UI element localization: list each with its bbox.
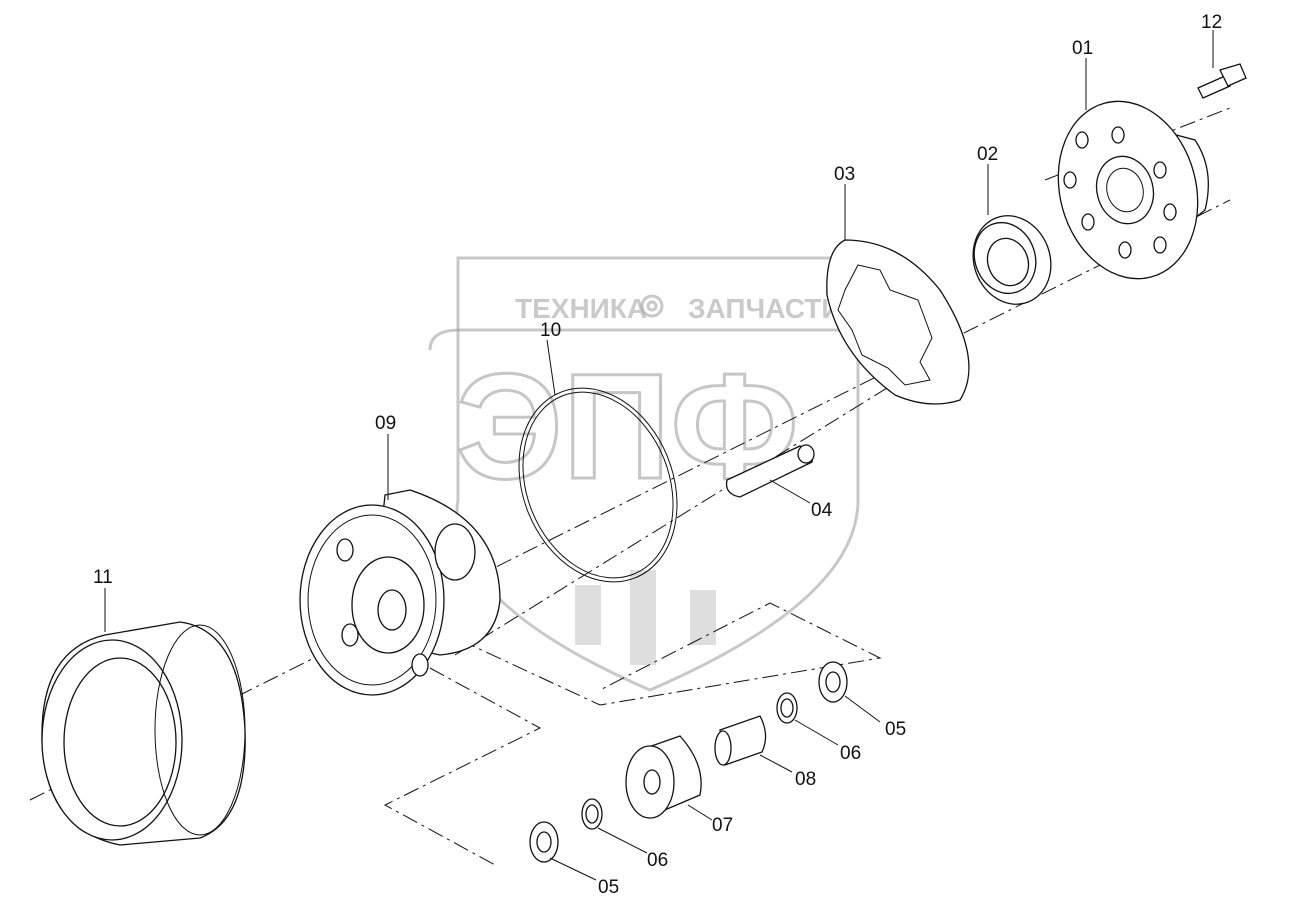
part-10-snap-ring bbox=[518, 387, 678, 583]
callout-03: 03 bbox=[834, 164, 855, 185]
part-12-bolt bbox=[1197, 63, 1247, 99]
part-05-washer-a bbox=[818, 661, 848, 703]
part-07-planet-gear bbox=[625, 735, 702, 819]
callout-06-b: 06 bbox=[647, 850, 668, 871]
part-09-planet-carrier bbox=[299, 489, 501, 696]
watermark-text-right: ЗАПЧАСТИ bbox=[688, 293, 841, 324]
callout-10: 10 bbox=[540, 320, 561, 341]
callout-04: 04 bbox=[811, 500, 833, 521]
callout-02: 02 bbox=[977, 144, 998, 165]
part-02-bearing bbox=[972, 215, 1052, 305]
leader-lines bbox=[104, 30, 1214, 881]
callout-09: 09 bbox=[375, 413, 396, 434]
part-03-plate bbox=[826, 239, 970, 405]
part-04-pin bbox=[725, 444, 815, 498]
part-06-washer-a bbox=[776, 692, 798, 724]
callout-06-a: 06 bbox=[840, 743, 861, 764]
callout-05-a: 05 bbox=[885, 719, 906, 740]
callout-12: 12 bbox=[1201, 12, 1222, 33]
callout-11: 11 bbox=[93, 567, 113, 588]
watermark-text-left: ТЕХНИКА bbox=[515, 293, 647, 324]
callout-07: 07 bbox=[712, 815, 733, 836]
callout-labels: 01 02 03 04 05 05 06 06 07 08 09 10 11 1… bbox=[93, 12, 1222, 898]
watermark: ТЕХНИКА ЗАПЧАСТИ ЭПФ bbox=[428, 256, 882, 692]
part-11-ring-gear bbox=[41, 621, 246, 846]
callout-01: 01 bbox=[1072, 38, 1093, 59]
callout-05-b: 05 bbox=[598, 877, 619, 898]
part-06-washer-b bbox=[581, 798, 603, 830]
part-05-washer-b bbox=[529, 821, 559, 863]
part-08-needle-bearing bbox=[714, 715, 767, 766]
watermark-bolts bbox=[575, 570, 716, 665]
gear-icon bbox=[640, 294, 664, 318]
part-01-hub-flange bbox=[1057, 100, 1209, 280]
callout-08: 08 bbox=[795, 769, 816, 790]
